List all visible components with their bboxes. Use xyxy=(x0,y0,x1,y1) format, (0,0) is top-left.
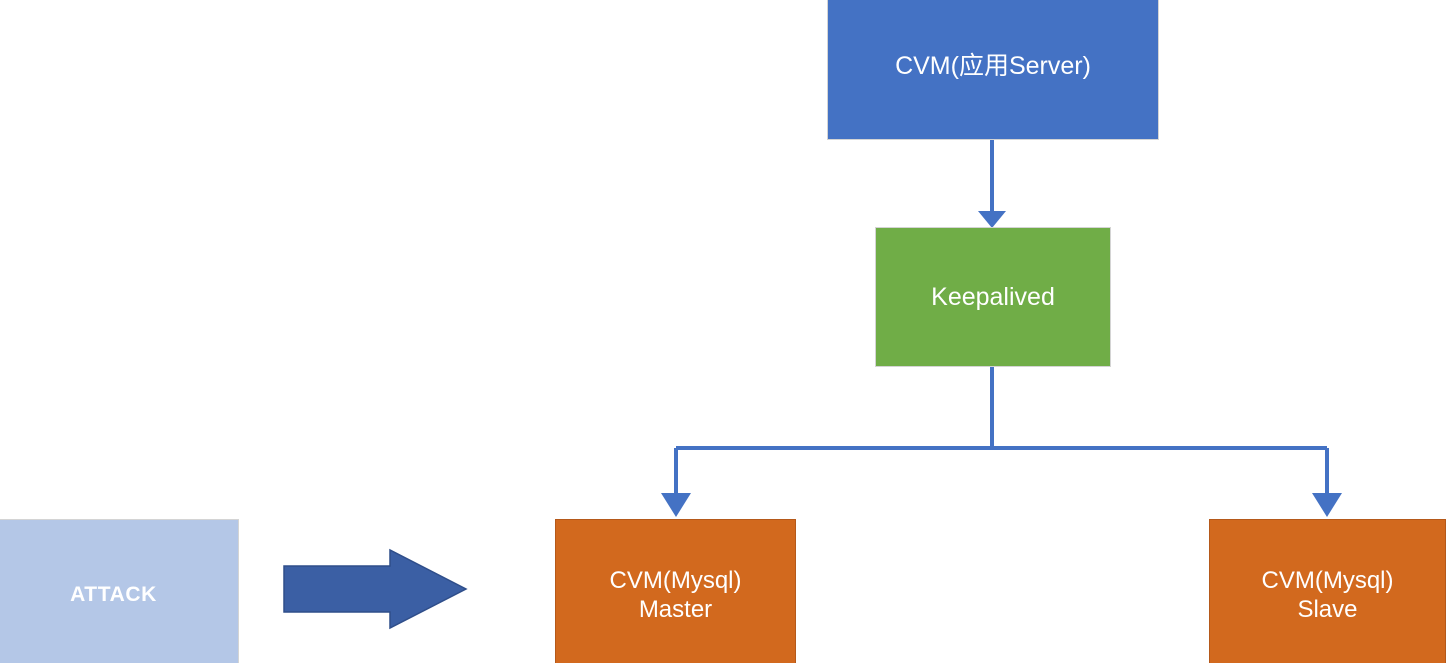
node-cvm-app-server-label: CVM(应用Server) xyxy=(895,51,1091,80)
node-cvm-mysql-master[interactable]: CVM(Mysql) Master xyxy=(555,519,796,663)
node-attack-label: ATTACK xyxy=(70,583,157,607)
node-cvm-app-server[interactable]: CVM(应用Server) xyxy=(827,0,1159,140)
node-cvm-mysql-slave-label: CVM(Mysql) Slave xyxy=(1261,566,1394,623)
connector-bus-to-mysql-master xyxy=(661,448,691,517)
block-arrow-attack-to-mysql xyxy=(283,548,468,630)
node-keepalived-label: Keepalived xyxy=(931,282,1055,311)
node-attack[interactable]: ATTACK xyxy=(0,519,239,663)
node-keepalived[interactable]: Keepalived xyxy=(875,227,1111,367)
node-cvm-mysql-slave[interactable]: CVM(Mysql) Slave xyxy=(1209,519,1446,663)
connector-bus-to-mysql-slave xyxy=(1312,448,1342,517)
node-cvm-mysql-master-label: CVM(Mysql) Master xyxy=(609,566,742,623)
connector-keepalived-to-mysql-bus xyxy=(676,367,1327,450)
connector-app-server-to-keepalived xyxy=(978,140,1006,228)
